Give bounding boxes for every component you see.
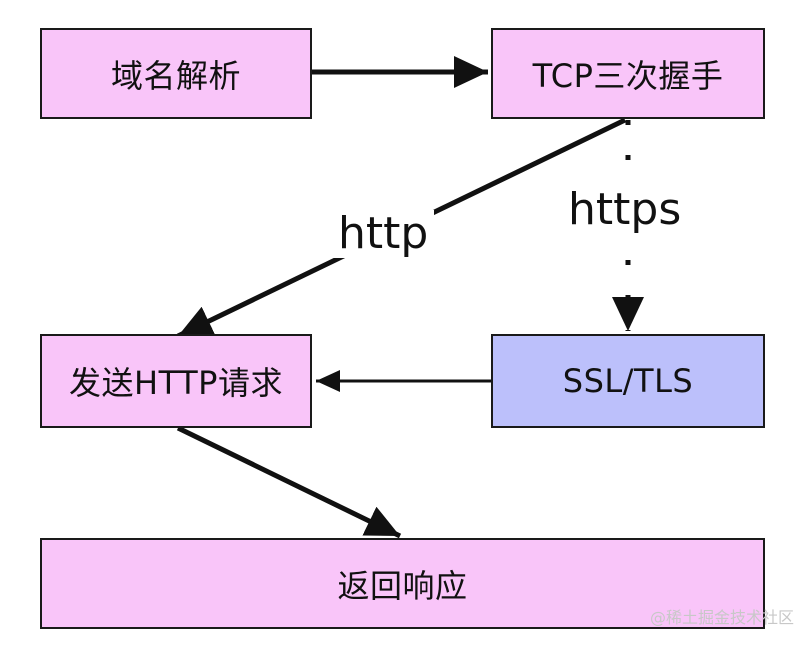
node-dns-resolution: 域名解析 — [40, 28, 312, 119]
node-response-label: 返回响应 — [337, 566, 468, 605]
node-return-response: 返回响应 — [40, 538, 765, 629]
node-send-http-request: 发送HTTP请求 — [40, 334, 312, 428]
watermark: @稀土掘金技术社区 — [649, 608, 794, 627]
node-tcp-label: TCP三次握手 — [532, 56, 724, 95]
node-tcp-handshake: TCP三次握手 — [491, 28, 765, 119]
edge-request-to-response — [176, 425, 402, 539]
edge-label-https: https — [562, 186, 688, 234]
edge-label-http: http — [332, 210, 435, 258]
node-ssl-label: SSL/TLS — [562, 362, 694, 400]
node-request-label: 发送HTTP请求 — [69, 364, 283, 402]
node-ssl-tls: SSL/TLS — [491, 334, 765, 428]
node-dns-label: 域名解析 — [110, 56, 241, 95]
